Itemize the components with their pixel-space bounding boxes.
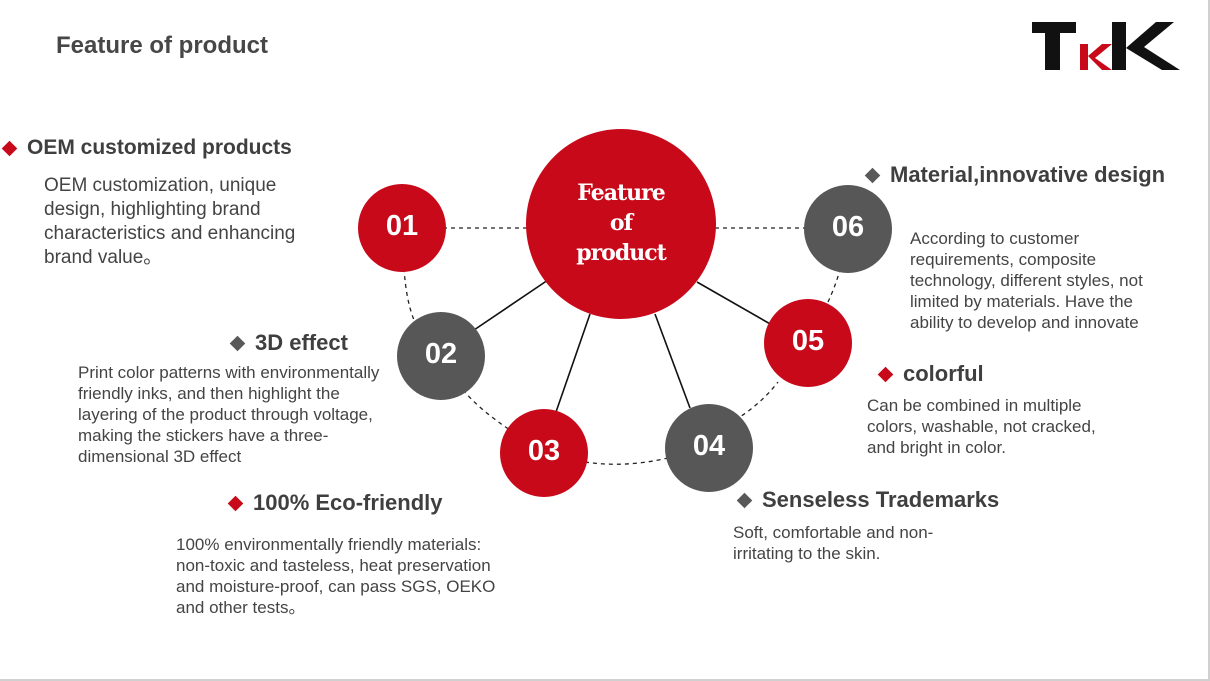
page-title: Feature of product [56,32,269,59]
diamond-icon [736,492,753,508]
feature-02-desc: Print color patterns with environmentall… [78,363,380,466]
dashed-ring [403,227,841,465]
diamond-icon [877,366,894,382]
number-02: 02 [424,338,458,370]
feature-02-title: 3D effect [229,330,348,356]
number-05: 05 [791,325,825,357]
diamond-icon [864,167,881,183]
circle-01 [358,184,446,272]
diamond-icon [229,335,246,351]
feature-06-desc: According to customer requirements, comp… [910,229,1143,332]
number-01: 01 [385,210,419,242]
circle-05 [764,299,852,387]
feature-04-title: Senseless Trademarks [736,487,999,513]
spokes [473,279,773,413]
feature-04-desc: Soft, comfortable and non-irritating to … [733,523,934,563]
circle-02 [397,312,485,400]
feature-05-title: colorful [877,361,984,387]
feature-03-desc: 100% environmentally friendly materials:… [176,535,496,617]
circle-06 [804,185,892,273]
number-03: 03 [527,435,561,467]
center-circle [526,129,716,319]
circle-03 [500,409,588,497]
number-06: 06 [831,211,865,243]
diamond-icon [227,495,244,511]
number-04: 04 [692,430,726,462]
feature-03-title: 100% Eco-friendly [227,490,443,516]
circle-04 [665,404,753,492]
tkk-logo [1032,22,1180,70]
feature-01-desc: OEM customization, unique design, highli… [44,175,296,268]
feature-01-title: OEM customized products [1,136,292,160]
center-label: Feature of product [576,180,667,266]
diamond-icon [1,140,18,156]
feature-05-desc: Can be combined in multiple colors, wash… [867,396,1096,457]
feature-06-title: Material,innovative design [864,162,1165,188]
